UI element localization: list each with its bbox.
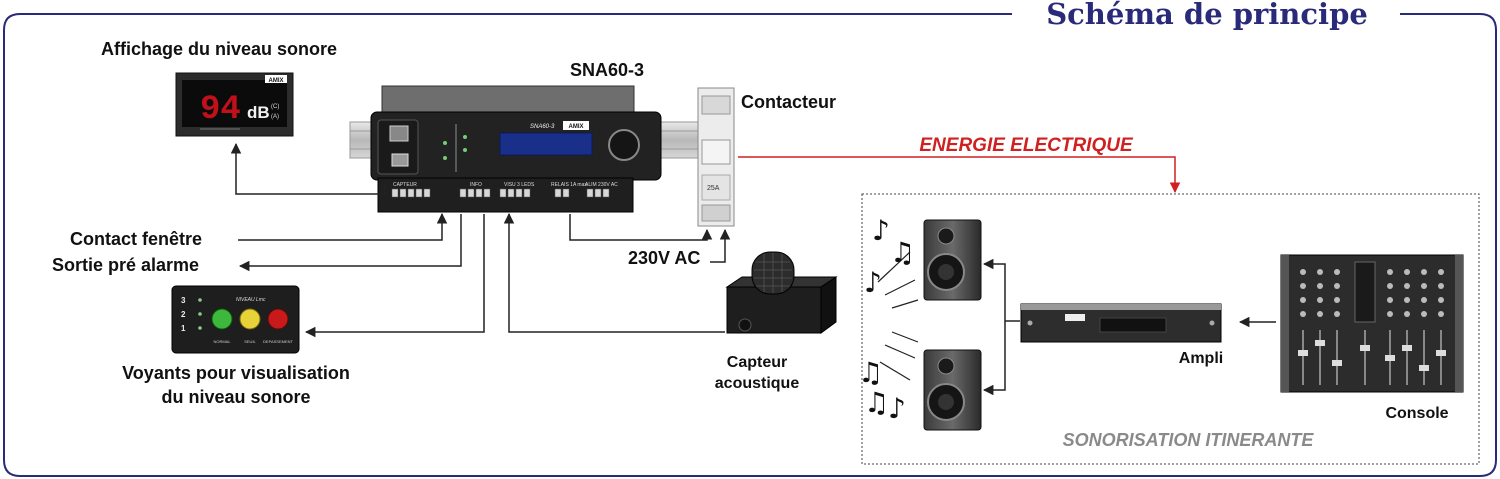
sna-brand: AMIX: [569, 124, 584, 130]
led-label-normal: NORMAL: [213, 339, 231, 344]
svg-text:♫: ♫: [890, 236, 915, 269]
voyants-title: NIVEAU Lmc: [236, 297, 266, 303]
speaker-top: [923, 219, 982, 301]
sna-knob[interactable]: [608, 129, 640, 161]
led-label-seuil: SEUIL: [244, 339, 256, 344]
section-relais: RELAIS 1A max: [551, 182, 587, 188]
label-capteur-2: acoustique: [715, 375, 800, 392]
svg-text:♪: ♪: [864, 266, 882, 299]
wire-capteur: [503, 212, 725, 333]
speaker-bottom: [923, 349, 982, 431]
outer-frame: [3, 13, 1497, 477]
label-230v: 230V AC: [628, 248, 700, 268]
terminal-screws: [391, 188, 610, 198]
console-mixer: [1280, 254, 1464, 393]
wire-sortie-pre-alarme: [238, 214, 462, 272]
label-sonorisation: SONORISATION ITINERANTE: [1063, 430, 1315, 450]
contactor: 25A: [697, 87, 735, 227]
svg-text:♪: ♪: [872, 214, 890, 247]
ethernet-port: [389, 125, 409, 142]
label-contact-fenetre: Contact fenêtre: [70, 229, 202, 249]
voyant-level-1: 1: [181, 324, 186, 333]
display-brand: AMIX: [269, 78, 284, 84]
wire-ampli-speaker-top: [982, 258, 1006, 321]
sna60-device: AMIX SNA60-3 CAPTEUR INFO VISU 3 LEDS RE…: [370, 85, 662, 213]
diagram-title: Schéma de principe: [1046, 0, 1368, 31]
label-capteur-1: Capteur: [727, 354, 787, 371]
label-voyants-1: Voyants pour visualisation: [122, 363, 350, 383]
wire-contact-fenetre: [238, 212, 448, 241]
label-sortie-pre-alarme: Sortie pré alarme: [52, 255, 199, 275]
sna-lcd: [499, 132, 593, 156]
wire-relais: [569, 214, 713, 241]
section-alim: ALIM 230V AC: [585, 182, 618, 188]
display-unit: dB: [247, 103, 270, 122]
voyants-panel: NIVEAU Lmc 3 2 1 NORMAL SEUIL DEPASSEMEN…: [171, 285, 300, 354]
ampli: [1020, 303, 1222, 343]
energy-wire: [738, 156, 1181, 194]
label-console: Console: [1385, 405, 1448, 422]
wire-230v: [710, 228, 731, 263]
sna-model-print: SNA60-3: [530, 124, 555, 130]
level-display: 94 dB (C) (A) AMIX: [175, 72, 294, 137]
usb-port: [391, 153, 409, 167]
label-energie: ENERGIE ELECTRIQUE: [919, 135, 1134, 156]
svg-text:♫: ♫: [858, 356, 883, 389]
wire-voyants: [304, 214, 485, 338]
section-visu: VISU 3 LEDS: [504, 182, 535, 188]
led-green: [211, 308, 233, 330]
led-red: [267, 308, 289, 330]
voyant-level-2: 2: [181, 310, 186, 319]
svg-text:♪: ♪: [888, 392, 906, 425]
acoustic-sensor: [725, 251, 838, 334]
section-info: INFO: [470, 182, 482, 188]
section-capteur: CAPTEUR: [393, 182, 417, 188]
sound-waves: [877, 251, 919, 381]
label-sna: SNA60-3: [570, 60, 644, 80]
voyant-level-3: 3: [181, 296, 186, 305]
wire-ampli-speaker-bottom: [982, 321, 1006, 396]
display-weight-c: (C): [271, 104, 279, 110]
display-weight-a: (A): [271, 114, 279, 120]
display-value: 94: [200, 91, 241, 129]
music-note-icon: ♪♫♪ ♫♫♪: [858, 214, 915, 425]
svg-text:♫: ♫: [864, 386, 889, 419]
sonorisation-zone: [861, 193, 1480, 465]
label-contacteur: Contacteur: [741, 92, 836, 112]
label-voyants-2: du niveau sonore: [161, 387, 310, 407]
led-yellow: [239, 308, 261, 330]
label-affichage: Affichage du niveau sonore: [101, 39, 337, 59]
contactor-rating: 25A: [707, 185, 720, 192]
label-ampli: Ampli: [1179, 350, 1223, 367]
led-label-depassement: DEPASSEMENT: [263, 339, 293, 344]
wire-display: [230, 142, 386, 195]
